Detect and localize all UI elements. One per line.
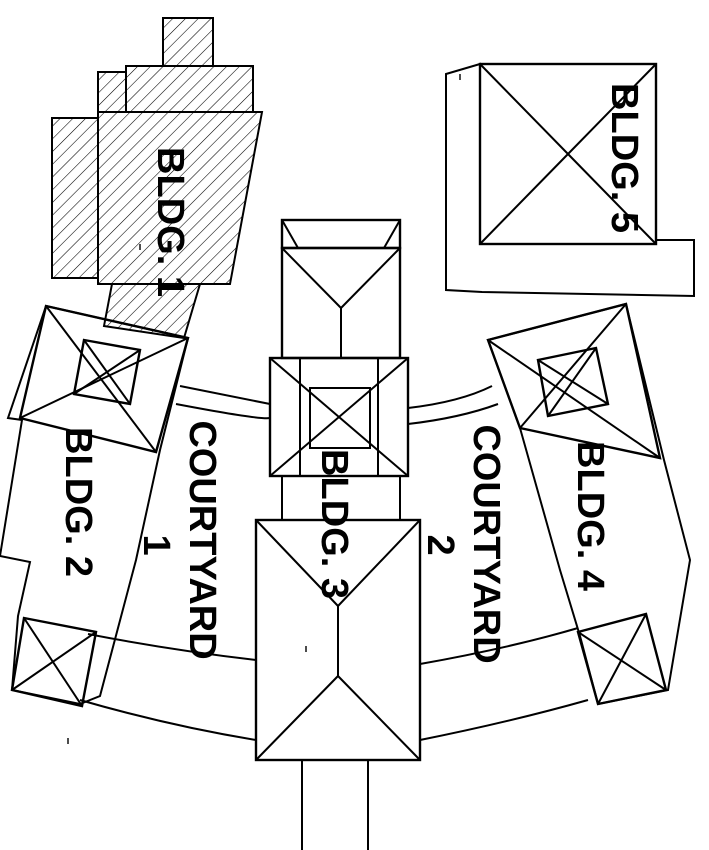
labels: BLDG. 1 BLDG. 5 BLDG. 2 COURTYARD 1 BLDG… bbox=[57, 83, 645, 664]
label-courtyard-2: COURTYARD bbox=[465, 424, 507, 663]
building-5 bbox=[445, 62, 695, 298]
upper-walkway bbox=[175, 385, 499, 425]
label-bldg-3: BLDG. 3 bbox=[313, 449, 355, 599]
label-bldg-5: BLDG. 5 bbox=[603, 83, 645, 233]
label-bldg-1: BLDG. 1 bbox=[149, 147, 191, 297]
label-courtyard-1: COURTYARD bbox=[181, 420, 223, 659]
label-courtyard-2-number: 2 bbox=[419, 534, 461, 555]
lower-walkway bbox=[79, 627, 589, 741]
scan-marks bbox=[67, 244, 307, 744]
building-3 bbox=[254, 218, 422, 850]
label-bldg-4: BLDG. 4 bbox=[569, 441, 611, 591]
label-courtyard-1-number: 1 bbox=[135, 534, 177, 555]
building-1 bbox=[51, 17, 264, 340]
building-4 bbox=[486, 302, 692, 706]
building-2 bbox=[0, 304, 190, 708]
label-bldg-2: BLDG. 2 bbox=[57, 427, 99, 577]
